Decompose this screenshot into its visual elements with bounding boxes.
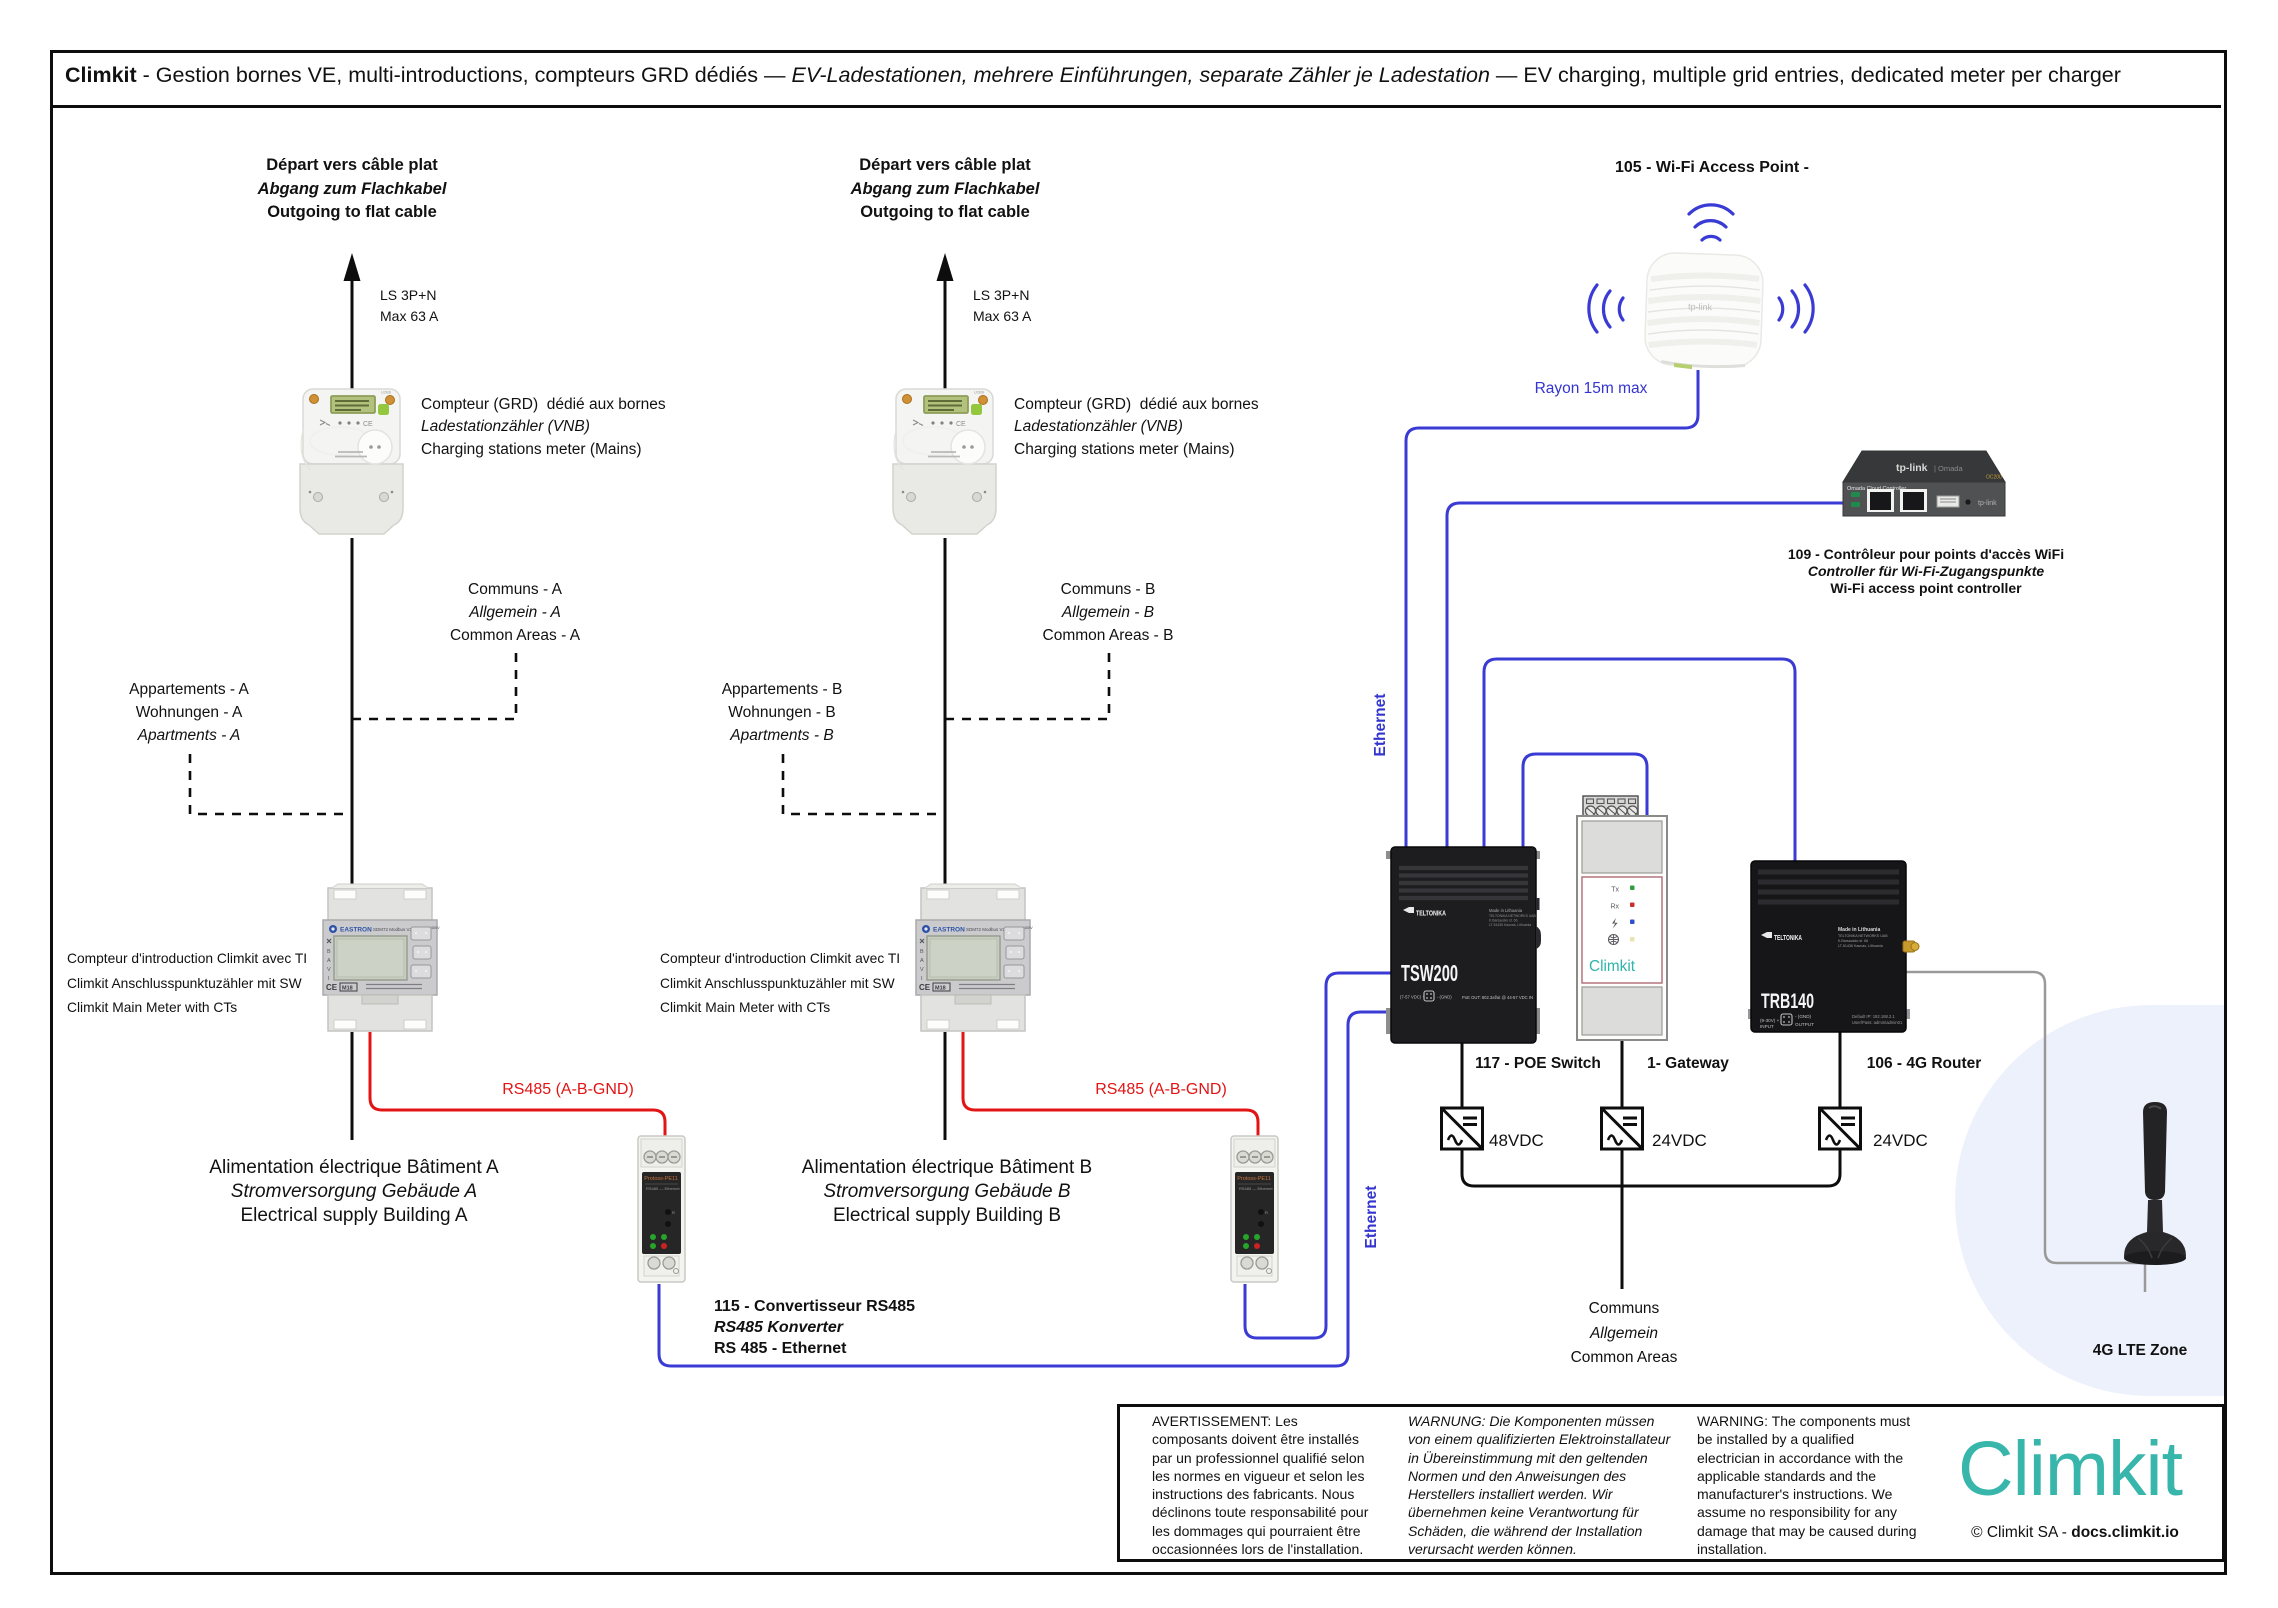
svg-text:tp-link: tp-link <box>1896 462 1928 474</box>
svg-text:TELTONIKA: TELTONIKA <box>1774 935 1802 942</box>
svg-text:(9-30V) +: (9-30V) + <box>1760 1018 1780 1023</box>
svg-text:(7-57 VDC) +: (7-57 VDC) + <box>1400 995 1425 1000</box>
svg-text:Rx: Rx <box>1610 904 1619 911</box>
svg-text:K.Barsausko st. 66: K.Barsausko st. 66 <box>1489 919 1518 923</box>
svg-text:M18: M18 <box>342 986 353 992</box>
svg-text:tp-link: tp-link <box>1688 301 1713 312</box>
svg-text:Climkit: Climkit <box>1589 958 1636 975</box>
svg-text:I: I <box>328 976 330 982</box>
svg-text:TSW200: TSW200 <box>1401 960 1458 986</box>
svg-text:User/Pass: admin/admin01: User/Pass: admin/admin01 <box>1852 1020 1903 1025</box>
svg-text:TELTONIKA NETWORKS UAB: TELTONIKA NETWORKS UAB <box>1489 914 1537 918</box>
svg-text:A: A <box>327 958 331 964</box>
svg-text:R: R <box>672 1210 675 1215</box>
svg-text:TRB140: TRB140 <box>1761 990 1814 1013</box>
svg-text:Protoss-PE11: Protoss-PE11 <box>644 1176 678 1182</box>
svg-text:TELTONIKA NETWORKS UAB: TELTONIKA NETWORKS UAB <box>1838 934 1888 938</box>
svg-text:| Omada: | Omada <box>1934 464 1963 473</box>
svg-text:LT-51436 Kaunas, Lithuania: LT-51436 Kaunas, Lithuania <box>1489 923 1531 927</box>
svg-text:K.Barsausko st. 66: K.Barsausko st. 66 <box>1838 939 1868 943</box>
svg-text:Made in Lithuania: Made in Lithuania <box>1489 908 1523 913</box>
svg-text:EASTRON: EASTRON <box>340 927 372 934</box>
svg-text:OUTPUT: OUTPUT <box>1795 1022 1814 1027</box>
svg-text:Default IP: 192.168.2.1: Default IP: 192.168.2.1 <box>1852 1014 1896 1019</box>
svg-text:PoE OUT: 802.3af/at @ 44-57 VD: PoE OUT: 802.3af/at @ 44-57 VDC IN <box>1462 995 1533 1000</box>
svg-text:- (GND): - (GND) <box>1437 995 1452 1000</box>
svg-text:LT-51436 Kaunas, Lithuania: LT-51436 Kaunas, Lithuania <box>1838 944 1883 948</box>
svg-text:Made in Lithuania: Made in Lithuania <box>1838 927 1880 933</box>
svg-text:OC200: OC200 <box>1986 475 2002 481</box>
svg-text:SDM72 Modbus V2: SDM72 Modbus V2 <box>373 927 413 932</box>
svg-text:V: V <box>327 967 331 973</box>
svg-text:Tx: Tx <box>1611 887 1619 894</box>
svg-text:B: B <box>327 949 331 955</box>
svg-text:CE: CE <box>326 983 338 992</box>
svg-text:RS485 — Ethernet: RS485 — Ethernet <box>646 1186 680 1191</box>
svg-text:INPUT: INPUT <box>1760 1024 1774 1029</box>
svg-text:TELTONIKA: TELTONIKA <box>1416 909 1446 918</box>
svg-text:CE: CE <box>363 421 373 428</box>
svg-text:U2B6: U2B6 <box>381 390 392 395</box>
svg-text:tp-link: tp-link <box>1978 500 1997 507</box>
svg-text:- (GND): - (GND) <box>1795 1014 1812 1019</box>
